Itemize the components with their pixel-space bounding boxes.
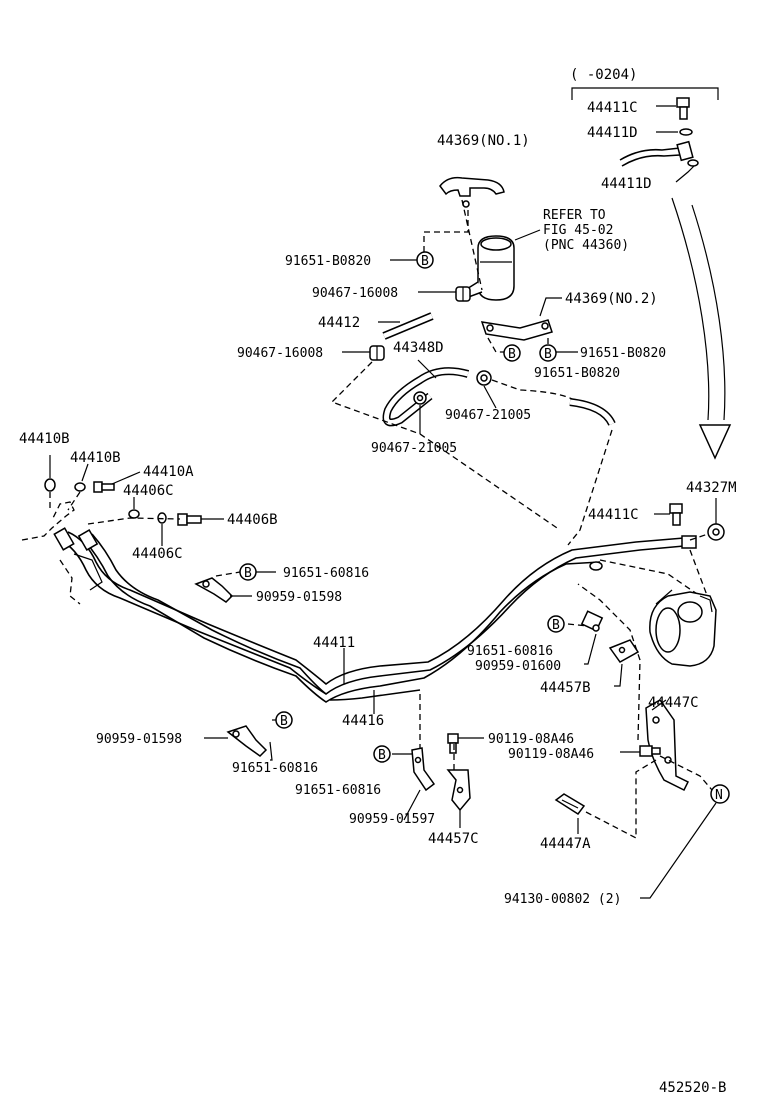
label-44457C: 44457C xyxy=(428,831,479,847)
flow-arrow-icon xyxy=(671,197,726,421)
figure-code: 452520-B xyxy=(659,1080,726,1096)
label-44447C: 44447C xyxy=(648,695,699,711)
tube-clamps xyxy=(194,571,640,828)
marker-b-6-text: B xyxy=(280,714,288,729)
label-44348D: 44348D xyxy=(393,340,444,356)
union-bolt-44410a-icon xyxy=(93,481,115,493)
left-fittings xyxy=(21,455,224,605)
label-44411D-b: 44411D xyxy=(601,176,652,192)
tube-clamp-lower-mid-icon xyxy=(411,747,436,792)
marker-b-4-text: B xyxy=(244,566,252,581)
union-bolt-44406b-icon xyxy=(177,513,202,526)
label-90119-08A46-a: 90119-08A46 xyxy=(488,732,574,747)
marker-b-6-icon xyxy=(275,711,293,729)
label-90959-01597: 90959-01597 xyxy=(349,812,435,827)
hose-clip-lower-icon xyxy=(369,345,385,361)
reservoir-group: REFER TO FIG 45-02 (PNC 44360) xyxy=(330,176,629,546)
bracket-44447a-icon xyxy=(554,793,586,816)
label-90467-16008-a: 90467-16008 xyxy=(312,286,398,301)
label-91651-B0820-c: 91651-B0820 xyxy=(534,366,620,381)
marker-b-1-text: B xyxy=(421,254,429,269)
label-44369-no2: 44369(NO.2) xyxy=(565,291,658,307)
main-tubes xyxy=(53,527,697,770)
label-90959-01600: 90959-01600 xyxy=(475,659,561,674)
washer-44410b-b-icon xyxy=(74,482,86,492)
marker-b-5-icon xyxy=(547,615,565,633)
label-91651-60816-d: 91651-60816 xyxy=(295,783,381,798)
variant-range-label: ( -0204) xyxy=(570,67,637,83)
label-44406B: 44406B xyxy=(227,512,278,528)
washer-44410b-a-icon xyxy=(44,478,56,492)
label-44457B: 44457B xyxy=(540,680,591,696)
tube-clamp-lower-icon xyxy=(226,725,268,757)
marker-b-7-text: B xyxy=(378,748,386,763)
tube-flare-nut-c-icon xyxy=(681,535,697,549)
refer-line2: FIG 45-02 xyxy=(543,223,613,238)
marker-b-3-text: B xyxy=(544,347,552,362)
marker-b-2-text: B xyxy=(508,347,516,362)
label-91651-B0820-a: 91651-B0820 xyxy=(285,254,371,269)
hose-clamp-right-icon xyxy=(476,370,492,386)
label-94130-00802: 94130-00802 (2) xyxy=(504,892,621,907)
tube-clamp-upper-icon xyxy=(194,577,234,603)
label-44410B-a: 44410B xyxy=(19,431,70,447)
bolt-90119-b-icon xyxy=(639,745,661,757)
reservoir-tank-icon xyxy=(460,235,515,301)
label-90959-01598-b: 90959-01598 xyxy=(96,732,182,747)
label-90119-08A46-b: 90119-08A46 xyxy=(508,747,594,762)
hose-clip-upper-icon xyxy=(455,286,471,302)
label-44369-no1: 44369(NO.1) xyxy=(437,133,530,149)
refer-line1: REFER TO xyxy=(543,208,606,223)
label-44327M: 44327M xyxy=(686,480,737,496)
label-44406C-a: 44406C xyxy=(123,483,174,499)
union-bolt-top-icon xyxy=(676,97,690,120)
marker-b-5-text: B xyxy=(552,618,560,633)
bracket-no1-icon xyxy=(439,176,505,208)
label-90467-21005-a: 90467-21005 xyxy=(445,408,531,423)
label-91651-60816-b: 91651-60816 xyxy=(467,644,553,659)
hose-clamp-left-icon xyxy=(413,391,427,405)
label-44447A: 44447A xyxy=(540,836,591,852)
marker-n-text: N xyxy=(715,788,723,803)
marker-b-2-icon xyxy=(503,344,521,362)
label-44411C-top: 44411C xyxy=(587,100,638,116)
label-90467-16008-b: 90467-16008 xyxy=(237,346,323,361)
tube-flare-nut-b-icon xyxy=(77,529,99,551)
label-44410B-b: 44410B xyxy=(70,450,121,466)
tube-flare-nut-a-icon xyxy=(53,527,75,551)
bracket-no2-icon xyxy=(480,319,553,341)
label-91651-60816-c: 91651-60816 xyxy=(232,761,318,776)
label-44412: 44412 xyxy=(318,315,360,331)
bracket-44457b-icon xyxy=(608,639,640,663)
label-91651-60816-a: 91651-60816 xyxy=(283,566,369,581)
label-44416: 44416 xyxy=(342,713,384,729)
label-90959-01598-a: 90959-01598 xyxy=(256,590,342,605)
hose-fitting-top-icon xyxy=(676,140,694,162)
variant-bracket: ( -0204) xyxy=(570,67,732,460)
hose-clamp-44327m-icon xyxy=(707,523,725,541)
label-44411: 44411 xyxy=(313,635,355,651)
right-pump-group: N xyxy=(447,498,730,899)
union-bolt-44411c-mid-icon xyxy=(669,503,683,526)
washer-44406c-a-icon xyxy=(128,509,140,519)
bracket-44457c-icon xyxy=(446,769,471,812)
marker-b-3-icon xyxy=(539,344,557,362)
gasket-top-icon xyxy=(679,128,693,136)
refer-line3: (PNC 44360) xyxy=(543,238,629,253)
label-44411C-mid: 44411C xyxy=(588,507,639,523)
label-44410A: 44410A xyxy=(143,464,194,480)
pump-bracket-44447c-icon xyxy=(645,699,690,792)
label-44406C-b: 44406C xyxy=(132,546,183,562)
marker-n-icon xyxy=(710,784,730,804)
tube-clamp-mid-icon xyxy=(580,610,604,632)
part-labels: 44411C 44411D 44411D 44369(NO.1) 91651-B… xyxy=(19,100,737,1096)
bolt-90119-a-icon xyxy=(447,733,459,754)
marker-b-7-icon xyxy=(373,745,391,763)
label-91651-B0820-b: 91651-B0820 xyxy=(580,346,666,361)
label-44411D-a: 44411D xyxy=(587,125,638,141)
steering-pump-icon xyxy=(649,589,717,667)
label-90467-21005-b: 90467-21005 xyxy=(371,441,457,456)
